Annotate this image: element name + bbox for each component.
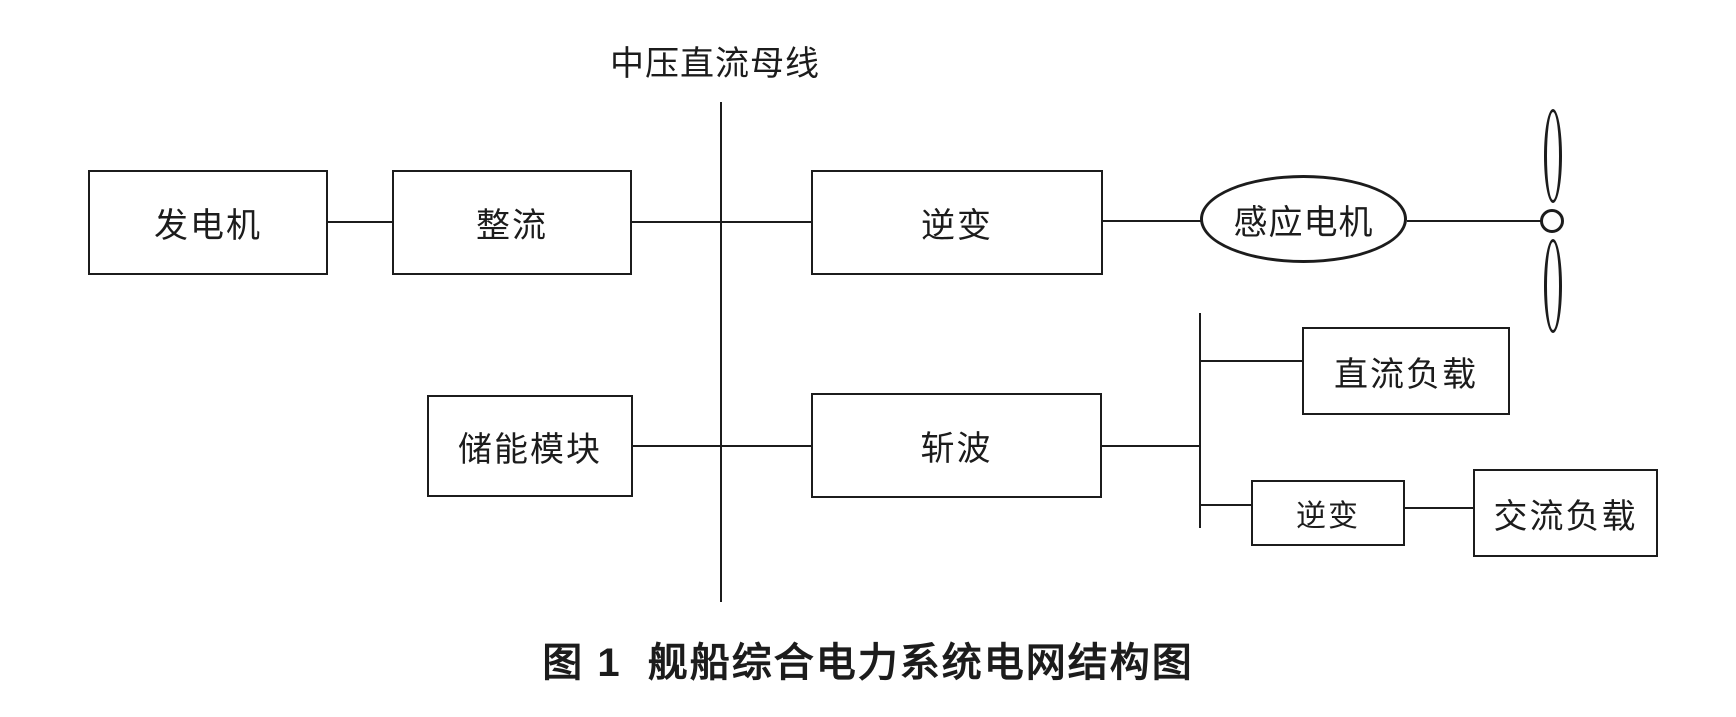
propeller-blade-bottom-icon bbox=[1544, 239, 1562, 333]
induction-motor-label: 感应电机 bbox=[1233, 204, 1374, 242]
energy-storage-label: 储能模块 bbox=[458, 431, 602, 469]
dc-load-box: 直流负载 bbox=[1302, 327, 1510, 415]
connector-chopper-branch bbox=[1102, 445, 1200, 447]
load-branch-line bbox=[1199, 313, 1201, 528]
small-inverter-label: 逆变 bbox=[1296, 500, 1360, 533]
connector-rectifier-inverter bbox=[632, 221, 811, 223]
propeller-hub-icon bbox=[1540, 209, 1564, 233]
chopper-label: 斩波 bbox=[920, 431, 993, 468]
rectifier-label: 整流 bbox=[476, 208, 548, 245]
connector-generator-rectifier bbox=[328, 221, 392, 223]
motor-shaft-line bbox=[1407, 220, 1543, 222]
dc-bus-label: 中压直流母线 bbox=[610, 46, 820, 83]
connector-inverter-motor bbox=[1103, 220, 1202, 222]
connector-branch-dcload bbox=[1199, 360, 1302, 362]
propeller-blade-top-icon bbox=[1544, 109, 1562, 203]
dc-load-label: 直流负载 bbox=[1334, 356, 1478, 394]
main-inverter-label: 逆变 bbox=[921, 208, 993, 245]
connector-branch-small-inverter bbox=[1199, 504, 1251, 506]
figure-caption: 图 1 舰船综合电力系统电网结构图 bbox=[542, 641, 1194, 685]
small-inverter-box: 逆变 bbox=[1251, 480, 1405, 546]
induction-motor-ellipse: 感应电机 bbox=[1200, 175, 1407, 263]
ac-load-label: 交流负载 bbox=[1493, 498, 1638, 536]
generator-label: 发电机 bbox=[154, 208, 262, 245]
chopper-box: 斩波 bbox=[811, 393, 1102, 498]
generator-box: 发电机 bbox=[88, 170, 328, 275]
connector-small-inverter-acload bbox=[1405, 507, 1473, 509]
dc-bus-line bbox=[720, 102, 722, 602]
rectifier-box: 整流 bbox=[392, 170, 632, 275]
main-inverter-box: 逆变 bbox=[811, 170, 1103, 275]
energy-storage-box: 储能模块 bbox=[427, 395, 633, 497]
ac-load-box: 交流负载 bbox=[1473, 469, 1658, 557]
connector-storage-chopper bbox=[633, 445, 811, 447]
